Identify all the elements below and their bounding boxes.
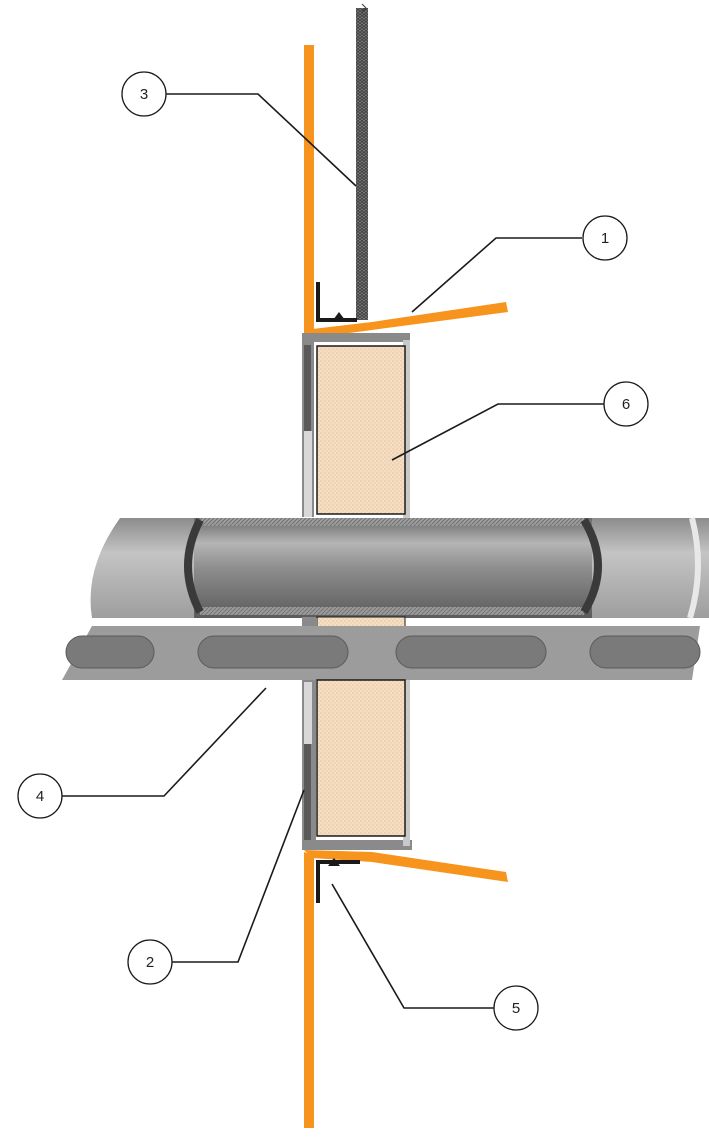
- callout-3: 3: [121, 71, 167, 117]
- wall-layer: [356, 3, 368, 320]
- upper-membrane: [304, 45, 314, 338]
- callout-2: 2: [127, 939, 173, 985]
- callout-1: 1: [582, 215, 628, 261]
- leader-4: [62, 687, 267, 797]
- callout-4: 4: [17, 773, 63, 819]
- svg-text:5: 5: [512, 1000, 520, 1017]
- callout-6: 6: [603, 381, 649, 427]
- svg-text:1: 1: [601, 230, 609, 247]
- upper-bracket: [316, 282, 357, 322]
- pipe: [90, 517, 709, 619]
- svg-text:2: 2: [146, 954, 154, 971]
- upper-flange: [304, 302, 508, 338]
- svg-text:6: 6: [622, 396, 630, 413]
- lower-flange: [304, 850, 508, 882]
- lower-bracket: [316, 858, 360, 903]
- leader-3: [166, 93, 357, 187]
- lower-membrane: [304, 852, 314, 1128]
- insulation-lower: [316, 679, 406, 837]
- callout-5: 5: [493, 985, 539, 1031]
- sleeve-lower: [302, 680, 412, 850]
- svg-text:4: 4: [36, 788, 44, 805]
- leader-1: [411, 237, 582, 313]
- insulation-upper: [316, 345, 406, 515]
- leader-6: [391, 403, 604, 461]
- leader-lines: [62, 93, 604, 1009]
- svg-text:3: 3: [140, 86, 148, 103]
- cable-tray: [62, 626, 701, 680]
- leader-2: [172, 789, 305, 963]
- leader-5: [331, 883, 494, 1009]
- sleeve-upper: [302, 333, 410, 518]
